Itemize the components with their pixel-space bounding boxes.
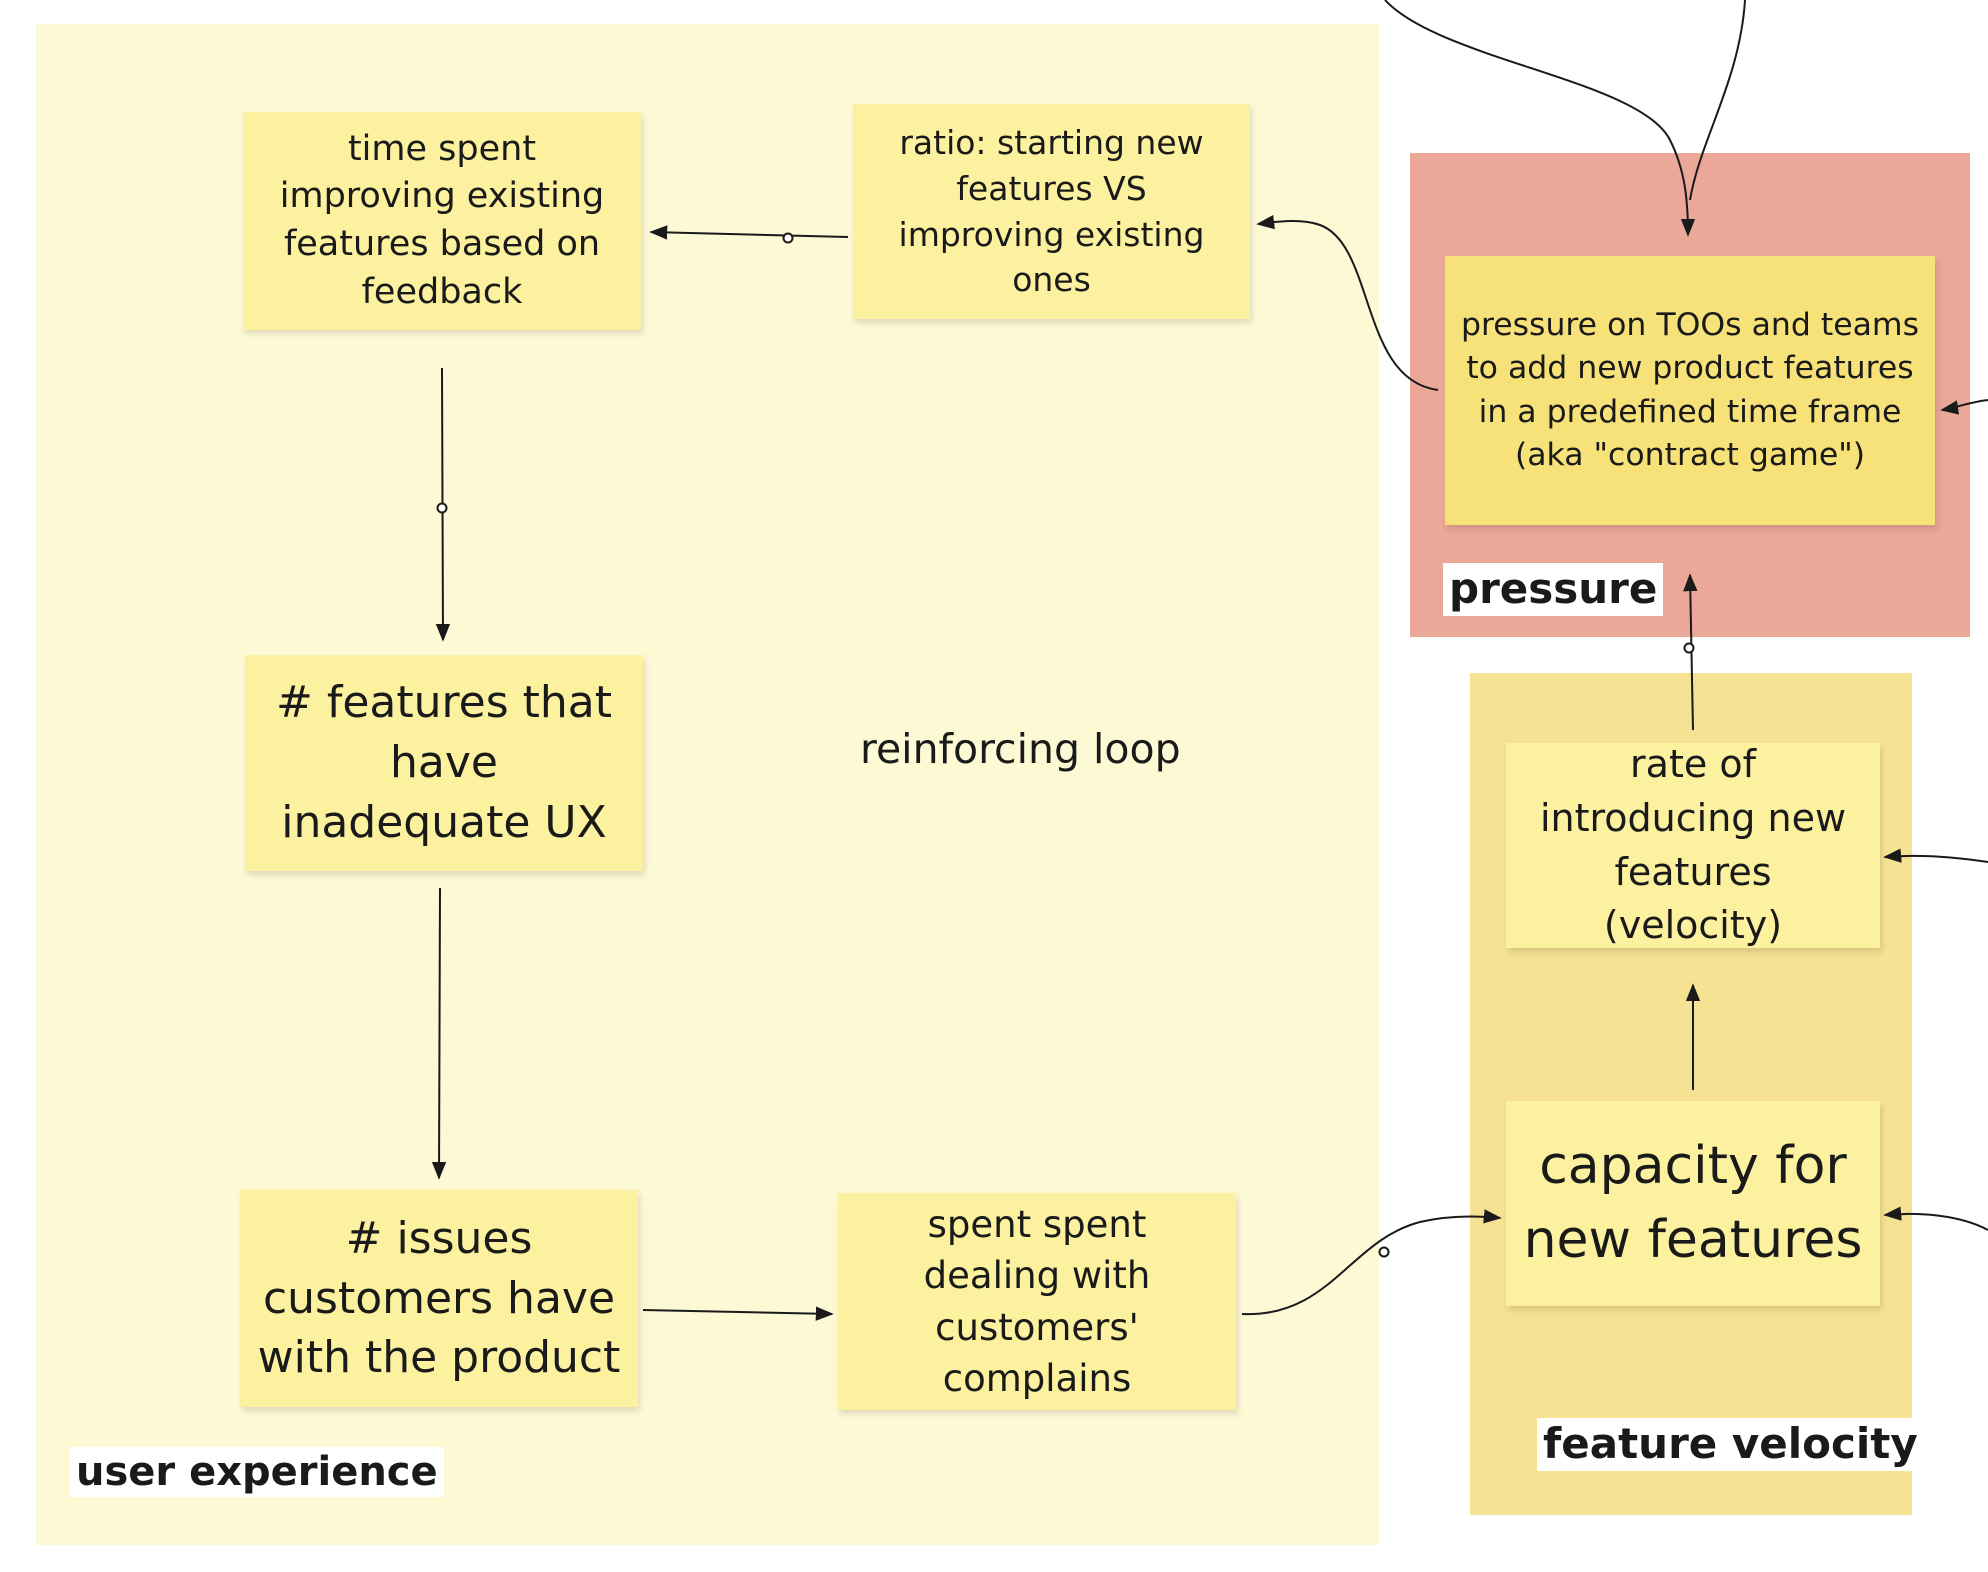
note-ratio-new-vs-improving-text: ratio: starting new features VS improvin… (898, 123, 1205, 300)
polarity-marker-rate-to-pressure (1683, 642, 1695, 654)
note-features-inadequate-ux-text: # features that have inadequate UX (276, 677, 612, 848)
frame-label-feature-velocity: feature velocity (1537, 1418, 1924, 1471)
note-features-inadequate-ux[interactable]: # features that have inadequate UX (245, 655, 643, 871)
edge-offscreen-right-to-capacity (1883, 1206, 1988, 1231)
edge-features-ux-to-issues (431, 887, 447, 1180)
edge-offscreen-2-to-pressure (1689, 0, 1746, 201)
edge-spent-dealing-to-capacity (1241, 1209, 1502, 1316)
note-rate-of-introducing-features-text: rate of introducing new features (veloci… (1539, 741, 1847, 948)
polarity-marker-spent-dealing-to-capacity (1378, 1246, 1390, 1258)
loop-label: reinforcing loop (860, 725, 1181, 773)
edge-offscreen-right-to-pressure (1940, 399, 1988, 415)
note-time-spent-improving-text: time spent improving existing features b… (279, 128, 605, 312)
note-ratio-new-vs-improving[interactable]: ratio: starting new features VS improvin… (853, 104, 1250, 319)
polarity-marker-time-spent-to-features-ux (436, 502, 448, 514)
note-issues-customers-have[interactable]: # issues customers have with the product (240, 1190, 638, 1407)
note-pressure-on-toos[interactable]: pressure on TOOs and teams to add new pr… (1445, 256, 1935, 525)
note-pressure-on-toos-text: pressure on TOOs and teams to add new pr… (1461, 307, 1919, 473)
polarity-marker-ratio-to-time-spent (782, 232, 794, 244)
note-time-spent-improving[interactable]: time spent improving existing features b… (243, 112, 641, 330)
frame-label-user-experience: user experience (70, 1447, 444, 1497)
edge-offscreen-right-to-rate (1883, 848, 1988, 863)
note-spent-dealing-with-complains-text: spent spent dealing with customers' comp… (923, 1203, 1151, 1400)
edge-offscreen-1-to-pressure (1384, 0, 1696, 237)
edge-issues-to-spent-dealing (642, 1306, 834, 1321)
note-capacity-for-new-features[interactable]: capacity for new features (1506, 1101, 1880, 1306)
note-spent-dealing-with-complains[interactable]: spent spent dealing with customers' comp… (838, 1193, 1236, 1410)
note-rate-of-introducing-features[interactable]: rate of introducing new features (veloci… (1506, 742, 1880, 948)
note-issues-customers-have-text: # issues customers have with the product (257, 1212, 621, 1384)
frame-label-pressure: pressure (1443, 563, 1664, 616)
note-capacity-for-new-features-text: capacity for new features (1523, 1135, 1863, 1270)
edge-pressure-to-ratio (1256, 214, 1439, 391)
edge-ratio-to-time-spent (649, 225, 849, 240)
